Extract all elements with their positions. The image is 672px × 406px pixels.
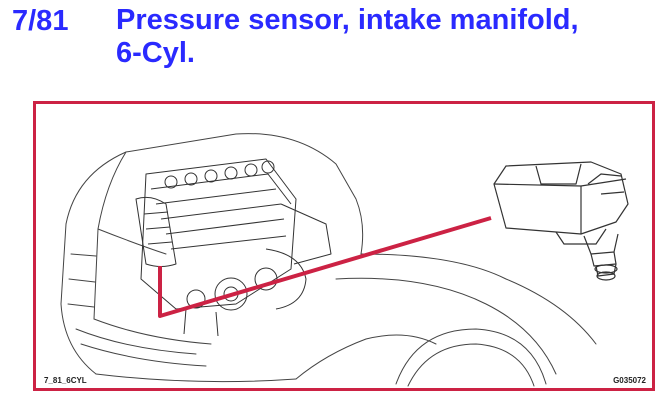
- figure-code-left: 7_81_6CYL: [44, 376, 87, 385]
- page-title-line-1: Pressure sensor, intake manifold,: [116, 4, 579, 36]
- car-outline: [60, 133, 597, 387]
- callout-line: [158, 216, 492, 318]
- engine-illustration: [60, 133, 629, 387]
- figure-code-right: G035072: [613, 376, 646, 385]
- pressure-sensor-drawing: [493, 161, 629, 281]
- page-title-line-2: 6-Cyl.: [116, 37, 195, 69]
- illustration-frame: 7_81_6CYL G035072: [33, 101, 655, 391]
- engine-block: [135, 158, 332, 337]
- section-number: 7/81: [12, 5, 69, 37]
- page-title: Pressure sensor, intake manifold, 6-Cyl.: [116, 4, 656, 70]
